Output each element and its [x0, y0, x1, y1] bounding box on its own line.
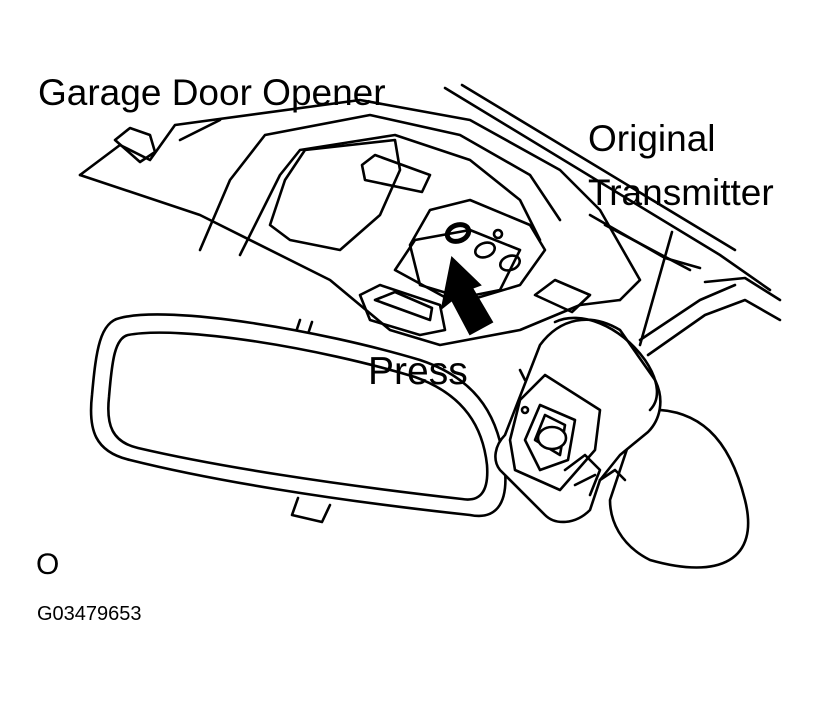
hand-held-transmitter	[494, 230, 750, 569]
overhead-console	[78, 98, 642, 354]
figure-code: G03479653	[37, 603, 142, 625]
press-label: Press	[368, 350, 468, 393]
corner-mark: O	[36, 548, 60, 581]
original-transmitter-label-line1: Original	[588, 118, 716, 159]
opener-buttons	[444, 222, 521, 272]
original-transmitter-label-line2: Transmitter	[588, 172, 774, 213]
garage-door-opener-label: Garage Door Opener	[38, 72, 386, 113]
roof-lines	[443, 83, 782, 357]
press-arrow-icon	[440, 256, 494, 336]
rear-view-mirror	[89, 313, 507, 524]
